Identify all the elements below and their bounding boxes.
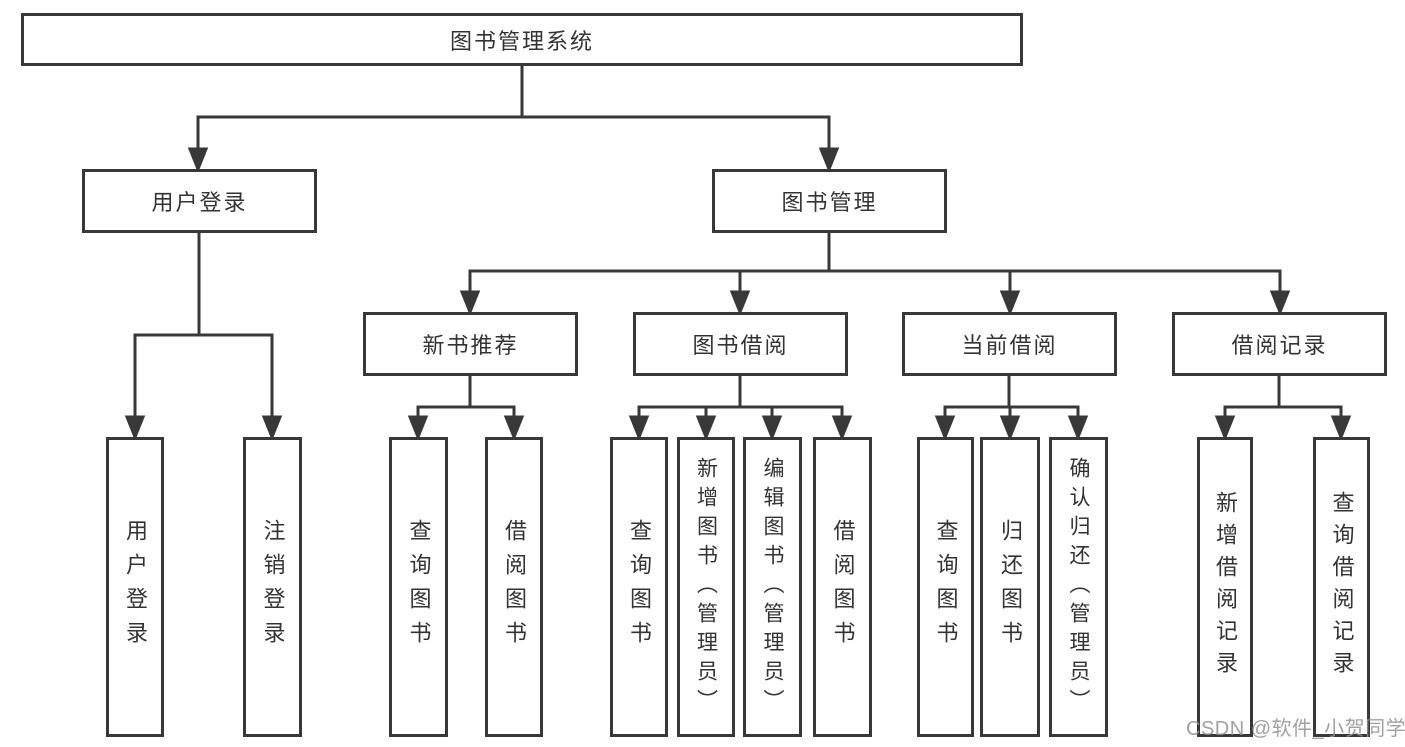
arrowhead: [999, 290, 1021, 317]
leaf-query-books-recommend: 查询图书: [389, 437, 448, 737]
leaf-edit-book-admin: 编辑图书（管理员）: [743, 437, 802, 737]
leaf-label: 借阅图书: [502, 519, 527, 655]
leaf-query-books-current: 查询图书: [917, 437, 974, 737]
node-borrowing-records: 借阅记录: [1172, 312, 1387, 376]
arrowhead: [261, 415, 283, 442]
leaf-label: 注销登录: [260, 519, 286, 655]
arrowhead: [503, 415, 525, 442]
leaf-label: 新增借阅记录: [1213, 491, 1238, 683]
leaf-user-login: 用户登录: [106, 437, 164, 737]
leaf-add-book-admin: 新增图书（管理员）: [677, 437, 735, 737]
arrowhead: [818, 147, 840, 174]
node-user-login: 用户登录: [82, 169, 317, 233]
leaf-label: 用户登录: [123, 519, 148, 655]
arrowhead: [187, 147, 209, 174]
arrowhead: [729, 290, 751, 317]
leaf-query-borrow-record: 查询借阅记录: [1313, 437, 1370, 737]
arrowhead: [459, 290, 481, 317]
leaf-label: 新增图书（管理员）: [694, 456, 718, 718]
leaf-label: 查询图书: [406, 519, 432, 655]
arrowhead: [999, 415, 1021, 442]
leaf-borrow-books-borrowing: 借阅图书: [813, 437, 872, 737]
leaf-label: 编辑图书（管理员）: [761, 456, 784, 718]
leaf-label: 查询图书: [933, 519, 959, 655]
leaf-label: 查询图书: [627, 519, 652, 655]
leaf-return-book: 归还图书: [980, 437, 1040, 737]
arrowhead: [1330, 415, 1352, 442]
arrowhead: [124, 415, 146, 442]
leaf-add-borrow-record: 新增借阅记录: [1197, 437, 1253, 737]
leaf-label: 借阅图书: [830, 519, 856, 655]
node-new-book-recommendation: 新书推荐: [363, 312, 578, 376]
arrowhead: [1067, 415, 1089, 442]
leaf-borrow-books-recommend: 借阅图书: [485, 437, 543, 737]
arrowhead: [831, 415, 853, 442]
leaf-logout: 注销登录: [243, 437, 302, 737]
leaf-label: 归还图书: [998, 519, 1023, 655]
leaf-confirm-return-admin: 确认归还（管理员）: [1049, 437, 1108, 737]
arrowhead: [934, 415, 956, 442]
arrowhead: [1214, 415, 1236, 442]
leaf-label: 查询借阅记录: [1329, 491, 1355, 683]
node-library-management-system: 图书管理系统: [21, 13, 1023, 66]
arrowhead: [761, 415, 783, 442]
arrowhead: [695, 415, 717, 442]
node-book-management: 图书管理: [712, 169, 947, 233]
arrowhead: [628, 415, 650, 442]
csdn-watermark: CSDN @软件_小贺同学: [1186, 718, 1405, 740]
leaf-query-books-borrowing: 查询图书: [610, 437, 668, 737]
leaf-label: 确认归还（管理员）: [1067, 456, 1090, 718]
node-current-borrowing: 当前借阅: [902, 312, 1117, 376]
node-book-borrowing: 图书借阅: [633, 312, 848, 376]
arrowhead: [1269, 290, 1291, 317]
arrowhead: [407, 415, 429, 442]
